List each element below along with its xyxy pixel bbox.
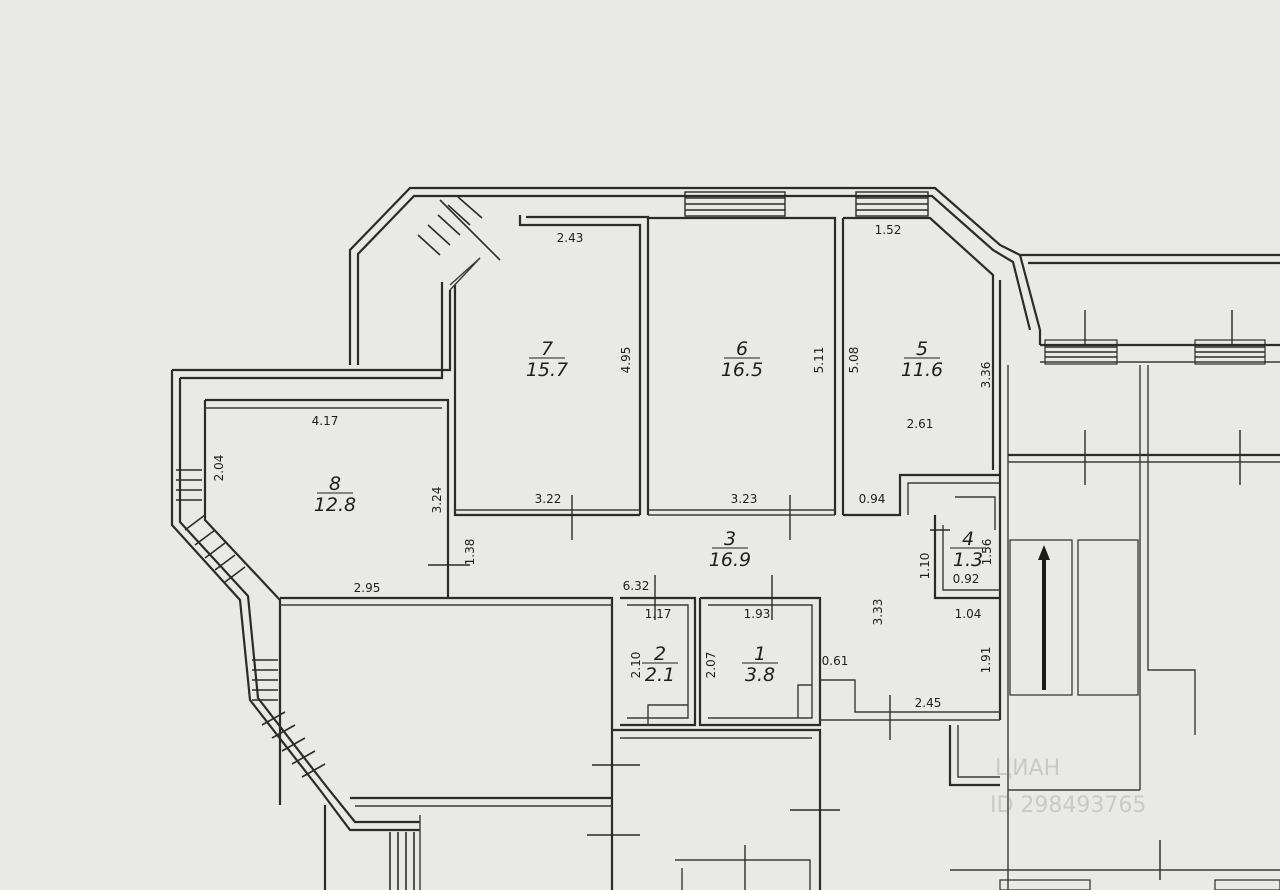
staircase xyxy=(1009,539,1139,696)
window-bay-left xyxy=(176,469,415,890)
dimension-label: 2.10 xyxy=(629,652,643,679)
dimension-label: 3.33 xyxy=(871,599,885,626)
room-3-area: 16.9 xyxy=(709,549,751,571)
room-2-number: 2 xyxy=(654,643,666,665)
right-structure xyxy=(950,339,1280,890)
dimension-label: 0.94 xyxy=(859,492,886,506)
dimension-label: 5.11 xyxy=(812,347,826,374)
window-room-5 xyxy=(855,191,929,217)
room-1-area: 3.8 xyxy=(745,664,775,686)
dimension-label: 1.38 xyxy=(463,539,477,566)
dimension-label: 1.17 xyxy=(645,607,672,621)
room-2-area: 2.1 xyxy=(645,664,675,686)
dimension-label: 0.92 xyxy=(953,572,980,586)
room-5-number: 5 xyxy=(916,338,928,360)
room-8-number: 8 xyxy=(329,473,341,495)
room-7-area: 15.7 xyxy=(526,359,568,381)
dimension-label: 3.36 xyxy=(979,362,993,389)
dimension-label: 1.56 xyxy=(980,539,994,566)
dimension-label: 1.10 xyxy=(918,553,932,580)
dimension-label: 2.45 xyxy=(915,696,942,710)
room-6-number: 6 xyxy=(736,338,748,360)
dimension-label: 0.61 xyxy=(822,654,849,668)
room-4-number: 4 xyxy=(962,528,974,550)
room-4-area: 1.3 xyxy=(953,549,983,571)
window-bay-top-left xyxy=(417,196,501,261)
dimension-label: 1.91 xyxy=(979,647,993,674)
dimension-label: 1.93 xyxy=(744,607,771,621)
room-3-number: 3 xyxy=(724,528,736,550)
dimension-label: 1.52 xyxy=(875,223,902,237)
room-6-area: 16.5 xyxy=(721,359,763,381)
dimension-label: 4.17 xyxy=(312,414,339,428)
dimension-label: 2.04 xyxy=(212,455,226,482)
room-7-number: 7 xyxy=(541,338,553,360)
outer-walls xyxy=(170,186,1280,890)
room-5-area: 11.6 xyxy=(901,359,943,381)
window-room-6 xyxy=(684,191,786,217)
watermark-id: ID 298493765 xyxy=(990,793,1146,818)
dimension-label: 3.24 xyxy=(430,487,444,514)
room-8-area: 12.8 xyxy=(314,494,356,516)
dimension-label: 5.08 xyxy=(847,347,861,374)
room-1-number: 1 xyxy=(754,643,766,665)
dimension-label: 2.95 xyxy=(354,581,381,595)
dimension-label: 3.22 xyxy=(535,492,562,506)
dimension-label: 2.07 xyxy=(704,652,718,679)
dimension-label: 2.61 xyxy=(907,417,934,431)
dimension-label: 1.04 xyxy=(955,607,982,621)
inner-walls xyxy=(205,215,1009,890)
room-labels: 13.8 22.1 316.9 41.3 511.6 616.5 715.7 812.8 xyxy=(314,338,986,686)
dimension-label: 6.32 xyxy=(623,579,650,593)
dimension-label: 2.43 xyxy=(557,231,584,245)
dimension-labels: 2.43 1.52 4.95 5.11 5.08 3.36 4.17 2.04 3.24 2.61… xyxy=(212,223,994,710)
dimension-label: 3.23 xyxy=(731,492,758,506)
watermark: ЦИАН ID 298493765 xyxy=(990,756,1146,818)
watermark-logo: ЦИАН xyxy=(995,756,1060,781)
door-markers xyxy=(428,310,1241,890)
dimension-label: 4.95 xyxy=(619,347,633,374)
